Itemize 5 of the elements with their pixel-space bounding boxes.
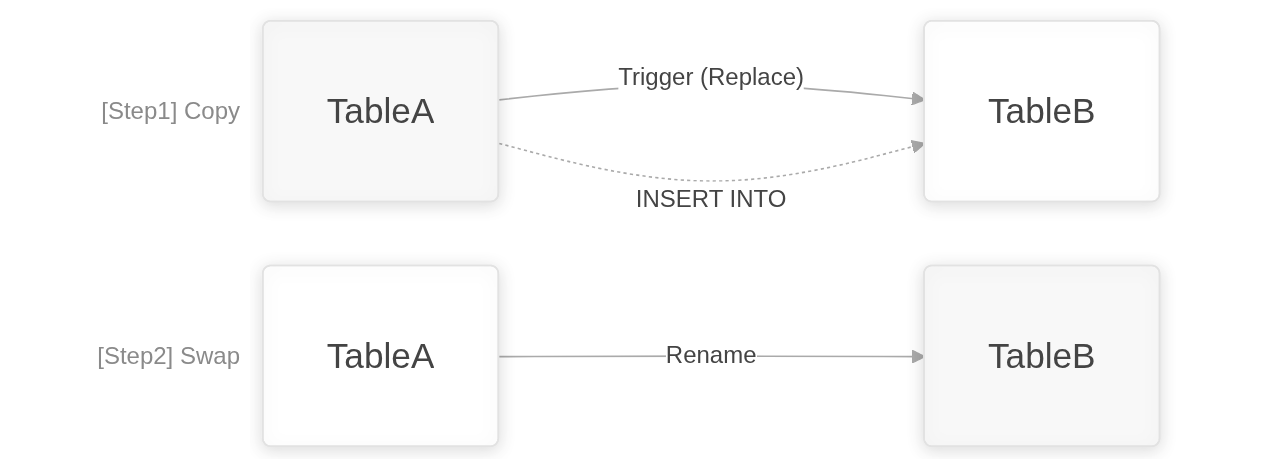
edge-label: INSERT INTO — [635, 184, 787, 212]
section-heading: [Step2] Swap — [97, 341, 240, 370]
edge-label: Rename — [665, 341, 757, 369]
section-heading: [Step1] Copy — [101, 97, 240, 126]
edge-label: Trigger (Replace) — [618, 62, 805, 90]
